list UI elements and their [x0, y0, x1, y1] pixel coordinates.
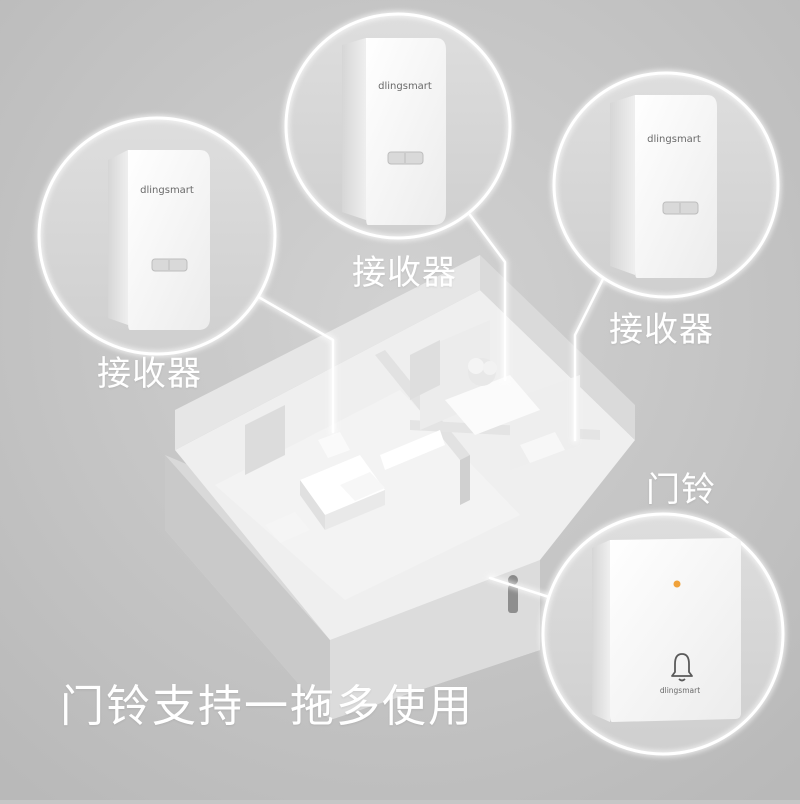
brand-logo: dlingsmart [140, 185, 194, 196]
receiver-label-1: 接收器 [97, 354, 202, 394]
receiver-callout-1: dlingsmart [35, 114, 279, 358]
doorbell-label: 门铃 [646, 470, 716, 510]
doorbell-device: dlingsmart [592, 538, 741, 722]
bell-icon [671, 653, 693, 682]
brand-logo: dlingsmart [647, 134, 701, 145]
house-illustration [165, 255, 635, 720]
tagline: 门铃支持一拖多使用 [60, 681, 474, 732]
status-led [673, 580, 681, 588]
receiver-device-2: dlingsmart [342, 38, 446, 225]
receiver-label-2: 接收器 [352, 253, 457, 293]
brand-logo: dlingsmart [660, 686, 700, 695]
connection-lines [251, 211, 609, 602]
receiver-label-3: 接收器 [609, 310, 714, 350]
brand-logo: dlingsmart [378, 81, 432, 92]
receiver-callout-2: dlingsmart [282, 10, 514, 242]
receiver-callout-3: dlingsmart [550, 69, 782, 301]
doorbell-callout: dlingsmart [539, 510, 787, 758]
receiver-device-1: dlingsmart [108, 150, 210, 330]
receiver-device-3: dlingsmart [610, 95, 717, 278]
